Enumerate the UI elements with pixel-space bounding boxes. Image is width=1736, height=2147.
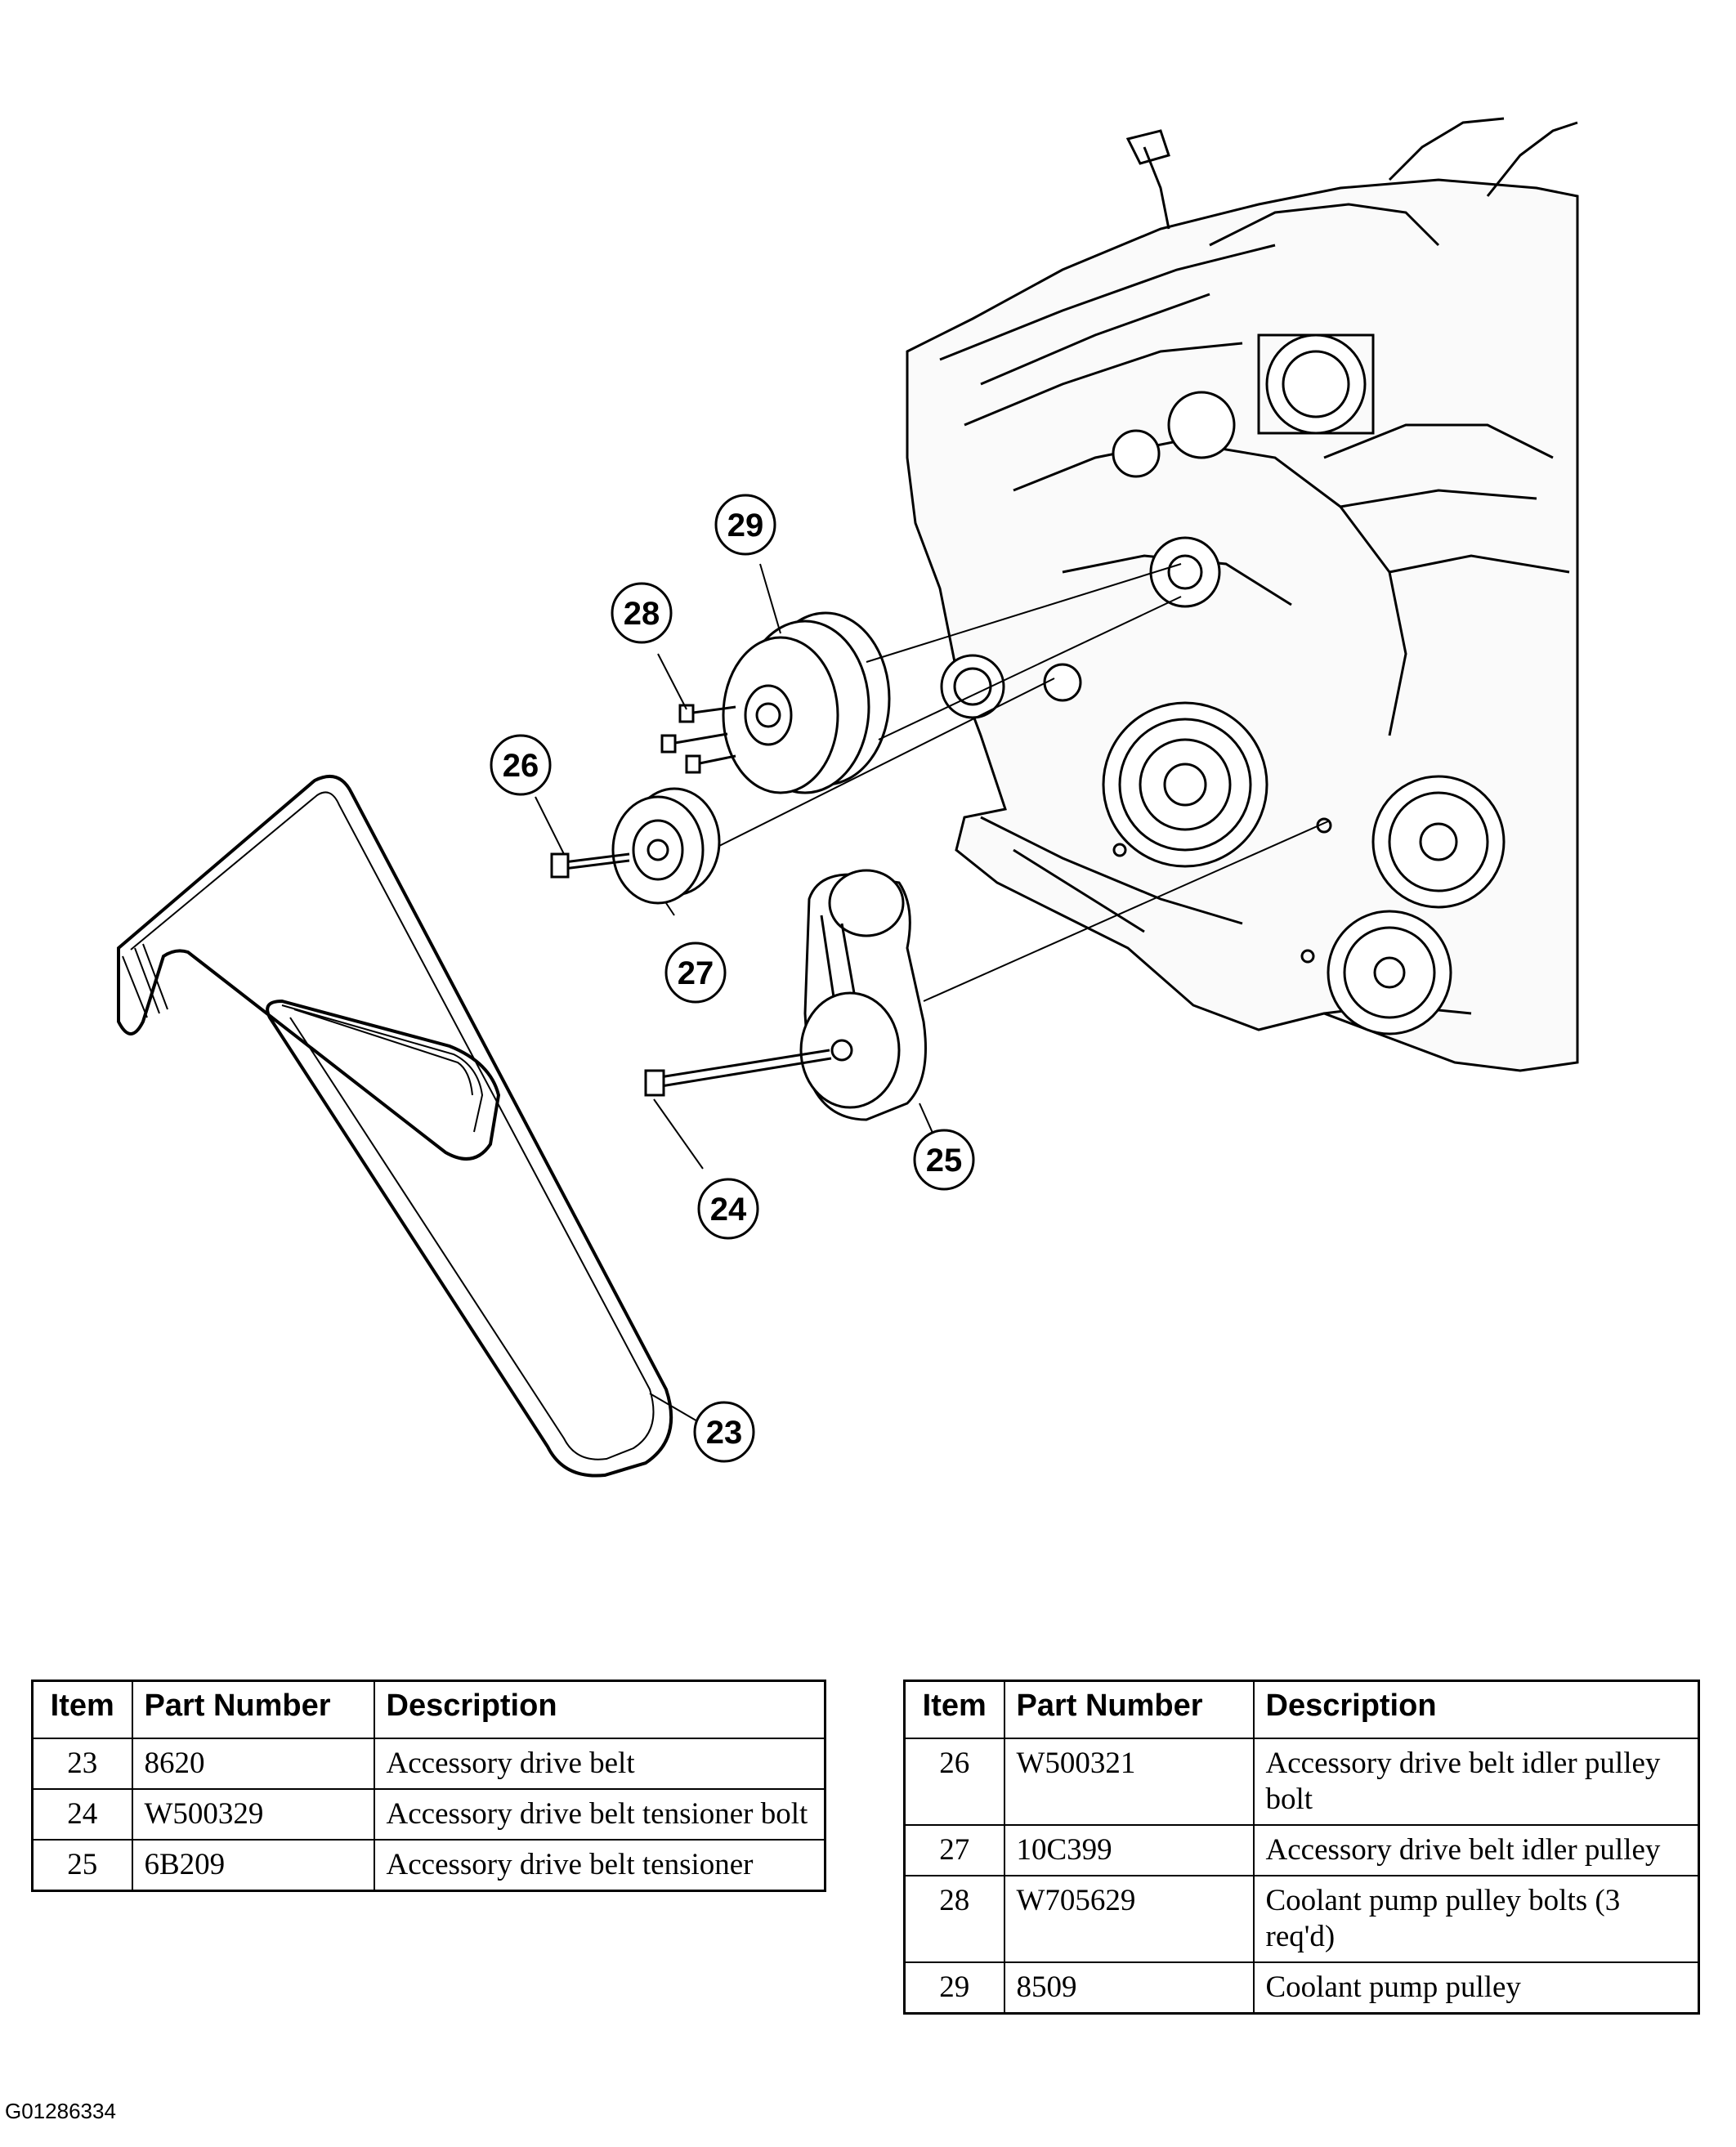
callout-26: 26 bbox=[490, 734, 552, 796]
part-number-cell: 8509 bbox=[1003, 1961, 1255, 2015]
assembly-lines bbox=[718, 563, 1329, 1002]
item-cell: 29 bbox=[903, 1961, 1005, 2015]
item-cell: 27 bbox=[903, 1824, 1005, 1876]
coolant-pump-pulley bbox=[722, 611, 891, 794]
description-cell: Coolant pump pulley bolts (3 req'd) bbox=[1252, 1875, 1700, 1963]
table-row: 25 6B209 Accessory drive belt tensioner bbox=[31, 1839, 826, 1892]
table-row: 29 8509 Coolant pump pulley bbox=[903, 1961, 1700, 2015]
item-cell: 23 bbox=[31, 1738, 133, 1790]
callout-23: 23 bbox=[693, 1401, 755, 1463]
description-cell: Accessory drive belt tensioner bolt bbox=[373, 1788, 826, 1841]
accessory-drive-belt bbox=[117, 775, 673, 1478]
description-cell: Accessory drive belt bbox=[373, 1738, 826, 1790]
table-header-row: Item Part Number Description bbox=[903, 1680, 1700, 1739]
part-number-cell: W500321 bbox=[1003, 1738, 1255, 1826]
svg-text:25: 25 bbox=[926, 1143, 963, 1179]
exploded-view-diagram: 23 24 25 26 27 28 29 bbox=[117, 117, 1579, 1478]
description-cell: Accessory drive belt idler pulley bolt bbox=[1252, 1738, 1700, 1826]
bolts bbox=[550, 704, 832, 1097]
svg-text:28: 28 bbox=[624, 596, 660, 632]
callout-25: 25 bbox=[913, 1129, 975, 1191]
header-item: Item bbox=[31, 1680, 133, 1739]
figure-code: G01286334 bbox=[5, 2099, 116, 2123]
parts-table-left: Item Part Number Description 23 8620 Acc… bbox=[31, 1680, 826, 1892]
svg-text:23: 23 bbox=[706, 1415, 743, 1451]
table-row: 27 10C399 Accessory drive belt idler pul… bbox=[903, 1824, 1700, 1876]
table-row: 26 W500321 Accessory drive belt idler pu… bbox=[903, 1738, 1700, 1826]
part-number-cell: W705629 bbox=[1003, 1875, 1255, 1963]
belt-tensioner bbox=[799, 869, 927, 1121]
table-row: 23 8620 Accessory drive belt bbox=[31, 1738, 826, 1790]
description-cell: Accessory drive belt idler pulley bbox=[1252, 1824, 1700, 1876]
description-cell: Coolant pump pulley bbox=[1252, 1961, 1700, 2015]
svg-text:29: 29 bbox=[727, 508, 764, 543]
item-cell: 28 bbox=[903, 1875, 1005, 1963]
idler-pulley bbox=[611, 787, 721, 905]
item-cell: 24 bbox=[31, 1788, 133, 1841]
callout-24: 24 bbox=[697, 1178, 759, 1240]
header-description: Description bbox=[373, 1680, 826, 1739]
parts-table-right: Item Part Number Description 26 W500321 … bbox=[903, 1680, 1700, 2015]
engine-assembly bbox=[906, 117, 1579, 1072]
description-cell: Accessory drive belt tensioner bbox=[373, 1839, 826, 1892]
header-description: Description bbox=[1252, 1680, 1700, 1739]
part-number-cell: 10C399 bbox=[1003, 1824, 1255, 1876]
header-item: Item bbox=[903, 1680, 1005, 1739]
item-cell: 25 bbox=[31, 1839, 133, 1892]
callout-28: 28 bbox=[611, 582, 673, 644]
table-row: 28 W705629 Coolant pump pulley bolts (3 … bbox=[903, 1875, 1700, 1963]
table-row: 24 W500329 Accessory drive belt tensione… bbox=[31, 1788, 826, 1841]
callout-leaders bbox=[535, 563, 937, 1423]
svg-text:24: 24 bbox=[710, 1192, 747, 1228]
item-cell: 26 bbox=[903, 1738, 1005, 1826]
part-number-cell: W500329 bbox=[131, 1788, 375, 1841]
callout-27: 27 bbox=[664, 942, 727, 1004]
callout-29: 29 bbox=[714, 494, 776, 556]
svg-text:27: 27 bbox=[678, 955, 714, 991]
part-number-cell: 8620 bbox=[131, 1738, 375, 1790]
header-part-number: Part Number bbox=[1003, 1680, 1255, 1739]
svg-text:26: 26 bbox=[503, 748, 539, 784]
part-number-cell: 6B209 bbox=[131, 1839, 375, 1892]
header-part-number: Part Number bbox=[131, 1680, 375, 1739]
table-header-row: Item Part Number Description bbox=[31, 1680, 826, 1739]
